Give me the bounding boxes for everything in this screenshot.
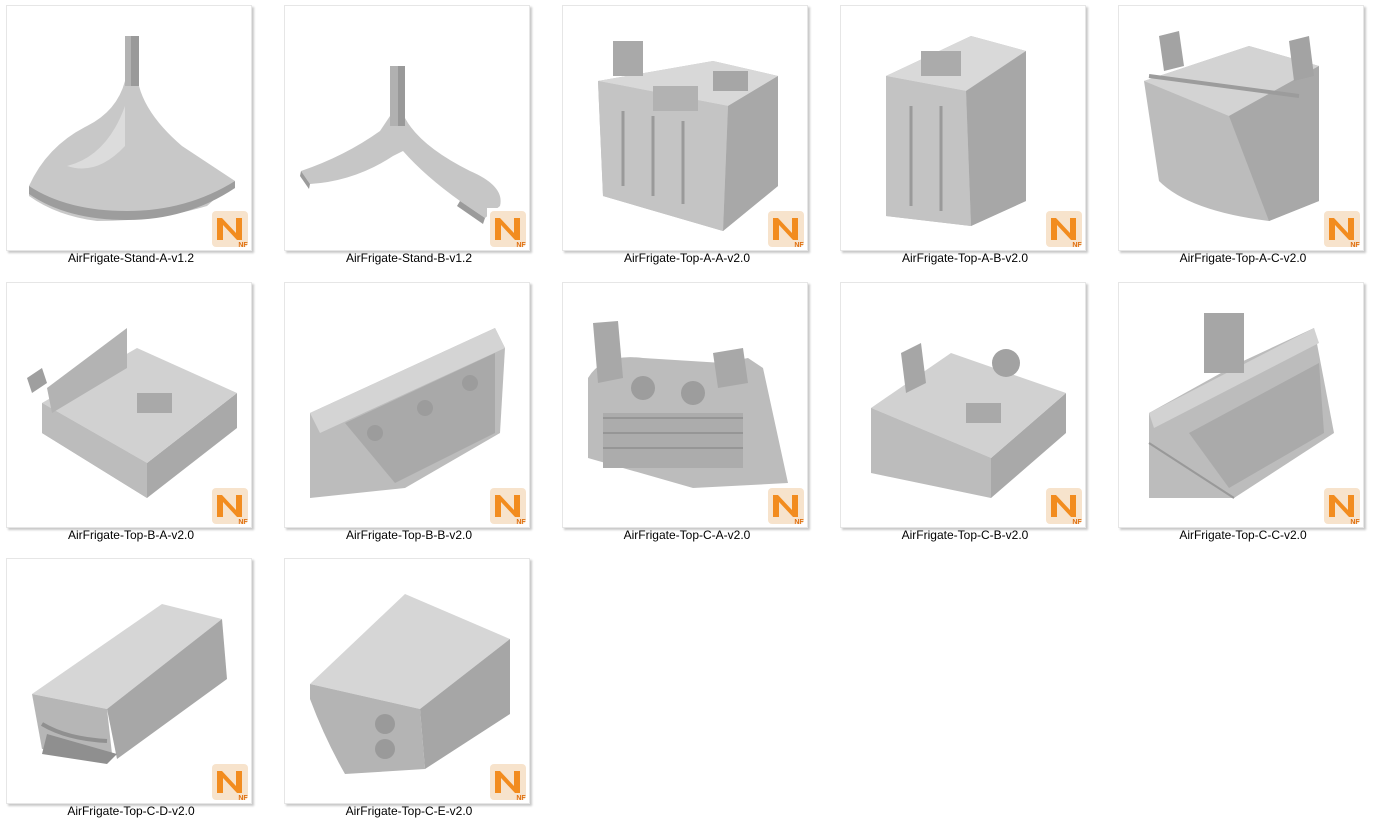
file-name: AirFrigate-Stand-B-v1.2	[345, 251, 473, 265]
svg-text:NF: NF	[516, 795, 526, 802]
thumbnail: NF	[284, 558, 530, 804]
file-item[interactable]: NF AirFrigate-Top-A-C-v2.0	[1112, 0, 1364, 266]
thumbnail: NF	[6, 558, 252, 804]
svg-text:NF: NF	[238, 795, 248, 802]
nf-app-icon: NF	[1043, 485, 1085, 527]
nf-app-icon: NF	[765, 485, 807, 527]
file-name: AirFrigate-Top-A-B-v2.0	[901, 251, 1029, 265]
nf-app-icon: NF	[209, 485, 251, 527]
file-item[interactable]: NF AirFrigate-Top-C-E-v2.0	[278, 553, 530, 819]
svg-text:NF: NF	[794, 519, 804, 526]
thumbnail: NF	[1118, 282, 1364, 528]
nf-app-icon: NF	[1043, 208, 1085, 250]
svg-text:NF: NF	[1072, 519, 1082, 526]
nf-app-icon: NF	[487, 208, 529, 250]
file-name: AirFrigate-Top-A-A-v2.0	[623, 251, 751, 265]
svg-text:NF: NF	[516, 242, 526, 249]
top-block-thumbnail	[598, 41, 778, 231]
file-name: AirFrigate-Top-B-B-v2.0	[345, 528, 473, 542]
file-name: AirFrigate-Top-C-A-v2.0	[623, 528, 751, 542]
file-name: AirFrigate-Top-A-C-v2.0	[1179, 251, 1307, 265]
top-block-thumbnail	[886, 36, 1026, 226]
file-name: AirFrigate-Stand-A-v1.2	[67, 251, 195, 265]
nf-app-icon: NF	[487, 761, 529, 803]
thumbnail: NF	[6, 5, 252, 251]
hull-thumbnail	[32, 604, 227, 764]
thumbnail: NF	[284, 282, 530, 528]
thumbnail: NF	[6, 282, 252, 528]
thumbnail: NF	[840, 282, 1086, 528]
svg-text:NF: NF	[238, 242, 248, 249]
file-item[interactable]: NF AirFrigate-Top-C-D-v2.0	[0, 553, 252, 819]
stern-thumbnail	[588, 321, 788, 488]
file-name: AirFrigate-Top-C-B-v2.0	[901, 528, 1029, 542]
nf-app-icon: NF	[487, 485, 529, 527]
hull-thumbnail	[310, 594, 510, 774]
nf-app-icon: NF	[765, 208, 807, 250]
thumbnail: NF	[562, 282, 808, 528]
wall-thumbnail	[310, 328, 505, 498]
file-item[interactable]: NF AirFrigate-Top-A-A-v2.0	[556, 0, 808, 266]
svg-text:NF: NF	[516, 519, 526, 526]
file-item[interactable]: NF AirFrigate-Top-A-B-v2.0	[834, 0, 1086, 266]
file-name: AirFrigate-Top-C-E-v2.0	[345, 804, 473, 818]
top-railing-thumbnail	[1144, 31, 1319, 221]
thumbnail: NF	[1118, 5, 1364, 251]
svg-text:NF: NF	[238, 519, 248, 526]
svg-text:NF: NF	[794, 242, 804, 249]
file-name: AirFrigate-Top-C-C-v2.0	[1179, 528, 1307, 542]
file-item[interactable]: NF AirFrigate-Top-C-A-v2.0	[556, 277, 808, 543]
nf-app-icon: NF	[1321, 208, 1363, 250]
stand-b-thumbnail	[300, 66, 501, 224]
stand-a-thumbnail	[29, 36, 235, 221]
file-name: AirFrigate-Top-B-A-v2.0	[67, 528, 195, 542]
nf-app-icon: NF	[209, 208, 251, 250]
deck-thumbnail	[27, 328, 237, 498]
svg-text:NF: NF	[1350, 242, 1360, 249]
file-name: AirFrigate-Top-C-D-v2.0	[67, 804, 195, 818]
file-item[interactable]: NF AirFrigate-Stand-A-v1.2	[0, 0, 252, 266]
file-item[interactable]: NF AirFrigate-Top-B-B-v2.0	[278, 277, 530, 543]
file-item[interactable]: NF AirFrigate-Top-B-A-v2.0	[0, 277, 252, 543]
svg-text:NF: NF	[1350, 519, 1360, 526]
wall-thumbnail	[1148, 313, 1334, 499]
file-item[interactable]: NF AirFrigate-Top-C-C-v2.0	[1112, 277, 1364, 543]
thumbnail: NF	[840, 5, 1086, 251]
nf-app-icon: NF	[209, 761, 251, 803]
thumbnail: NF	[562, 5, 808, 251]
svg-text:NF: NF	[1072, 242, 1082, 249]
file-item[interactable]: NF AirFrigate-Stand-B-v1.2	[278, 0, 530, 266]
nf-app-icon: NF	[1321, 485, 1363, 527]
deck-thumbnail	[871, 343, 1066, 498]
thumbnail: NF	[284, 5, 530, 251]
file-item[interactable]: NF AirFrigate-Top-C-B-v2.0	[834, 277, 1086, 543]
